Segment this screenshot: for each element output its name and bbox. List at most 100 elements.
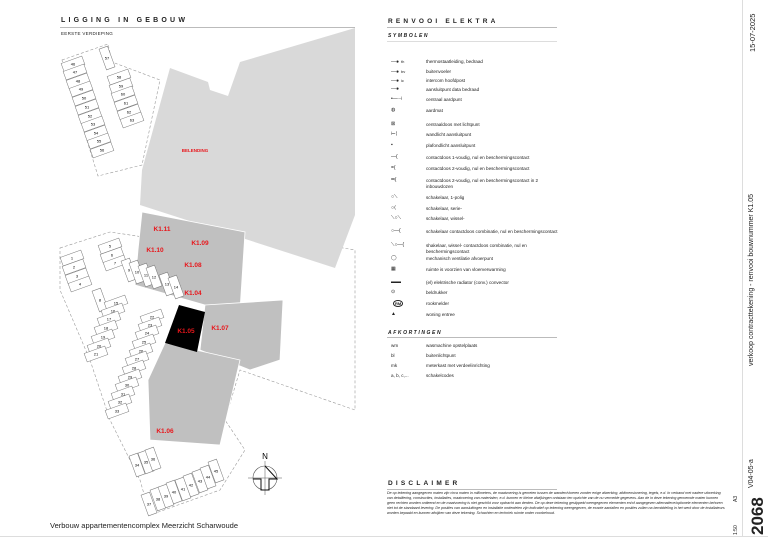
parking-slot: 45 [207,458,225,484]
parking-slot-number: 15 [114,301,119,306]
parking-slot-number: 50 [82,96,87,101]
legend-item: ▬▬ (el) elektrische radiator (conv.) conv… [387,279,567,290]
legend-item: ▪plafondlicht aansluitpunt [387,142,567,153]
version: V04-05-a [748,459,755,488]
divider [387,489,557,490]
unit-label: K1.11 [154,226,171,233]
parking-slot-outline [89,141,115,159]
legend-symbol-icon: ▲ [391,311,396,317]
parking-slot-number: 3 [76,274,79,279]
parking-slot-number: 4 [79,282,82,287]
parking-slot-number: 41 [181,487,186,492]
apartment-blocks [134,211,284,446]
parking-slot-number: 32 [118,400,123,405]
dashed-outlines [59,43,356,516]
parking-slot-number: 1 [71,256,74,261]
neighbor-label: BELENDING [182,148,209,153]
legend-symbol-icon: RM [391,300,413,308]
divider [387,27,557,28]
parking-slot-number: 7 [114,261,117,266]
legend-symbol-icon: —● [391,86,400,92]
parking-slot-number: 2 [73,265,76,270]
legend-label: centraal aardpunt [426,97,462,102]
parking-slot-number: 49 [79,87,84,92]
scale: 1:50 [733,525,739,535]
parking-slot-number: 45 [214,469,219,474]
parking-slot-outline [86,132,112,150]
parking-slot-outline [144,446,162,472]
parking-slot-number: 18 [104,326,109,331]
parking-slot: 4 [67,275,93,293]
parking-slot-number: 10 [135,270,140,275]
site-plan: 4647484950515253545556575859606162631234… [59,28,356,517]
parking-slot-number: 48 [76,79,81,84]
legend-symbol-icon: ⊙ [391,289,396,295]
legend-item: ▦ruimte is voorzien van vloerverwarming [387,266,567,277]
parking-slot-outline [110,85,136,103]
legend-item: —(contactdoos 1-voudig, nul en beschermi… [387,154,567,165]
parking-slot-number: 27 [135,357,140,362]
parking-slot-number: 13 [165,282,170,287]
parking-slot-number: 11 [144,273,149,278]
legend-item: •—⊣centraal aardpunt [387,96,567,107]
parking-slot-number: 34 [135,463,140,468]
abbreviations-heading: AFKORTINGEN [388,330,443,336]
abbreviation-code: wm [391,343,399,348]
legend-item: ▲ woning entree [387,311,567,322]
parking-slot-number: 60 [121,92,126,97]
parking-slot-number: 6 [111,253,114,258]
parking-slot-number: 33 [115,409,120,414]
parking-slot-number: 29 [128,375,133,380]
legend-symbol-icon: ▦ [391,266,396,272]
legend-label: buitenvoeler [426,69,452,74]
legend-code: bv [401,69,406,74]
parking-slot-number: 5 [109,244,112,249]
abbreviation-label: buitenlichtpunt [426,353,456,358]
unit-label: K1.09 [191,240,209,247]
unit-label: K1.04 [184,290,202,297]
parking-slot-number: 21 [94,352,99,357]
parking-slot-number: 63 [130,118,135,123]
parking-slot-outline [207,458,225,484]
neighbor-building [140,28,355,268]
legend-label: (el) elektrische radiator (conv.) convec… [426,280,509,285]
legend-label: schakelaar, 1-polig [426,195,465,200]
parking-slot-number: 9 [128,268,131,273]
parking-slot-number: 61 [124,101,129,106]
parking-slot-outline [182,472,200,498]
parking-slot: 21 [83,345,109,363]
legend-symbol-icon: ▬▬ [391,279,401,285]
legend-label: mechanisch ventilatie afvoerpunt [426,256,493,261]
legend-symbol-icon: ○⟍ [391,194,398,200]
parking-slot-number: 23 [148,323,153,328]
parking-slot-outline [128,452,146,478]
parking-slot: 63 [119,111,145,129]
legend-label: woning entree [426,312,455,317]
parking-slot: 60 [110,85,136,103]
parking-slots: 4647484950515253545556575859606162631234… [59,45,225,517]
parking-slot-number: 8 [99,298,102,303]
parking-slot-number: 39 [164,494,169,499]
parking-slot-number: 14 [174,285,179,290]
symbols-heading: SYMBOLEN [388,33,430,39]
legend-symbol-icon: ⟍○⟍ [391,215,402,221]
parking-slot: 37 [140,491,158,517]
parking-slot: 34 [128,452,146,478]
parking-slot-outline [74,98,100,116]
parking-slot-number: 53 [91,122,96,127]
parking-slot-number: 40 [172,490,177,495]
legend-label: centraaldoos met lichtpunt [426,122,480,127]
parking-slot: 55 [86,132,112,150]
parking-slot: 8 [91,287,109,313]
abbreviation-label: schakelcodes [426,373,454,378]
parking-slot-outline [199,464,217,490]
legend-label: intercom hoofdpost [426,78,466,83]
legend-label: thermostaatleiding, bedraad [426,59,483,64]
parking-slot-number: 54 [94,131,99,136]
north-label: N [262,452,268,461]
titleblock-border [742,0,743,536]
parking-slot: 50 [71,89,97,107]
